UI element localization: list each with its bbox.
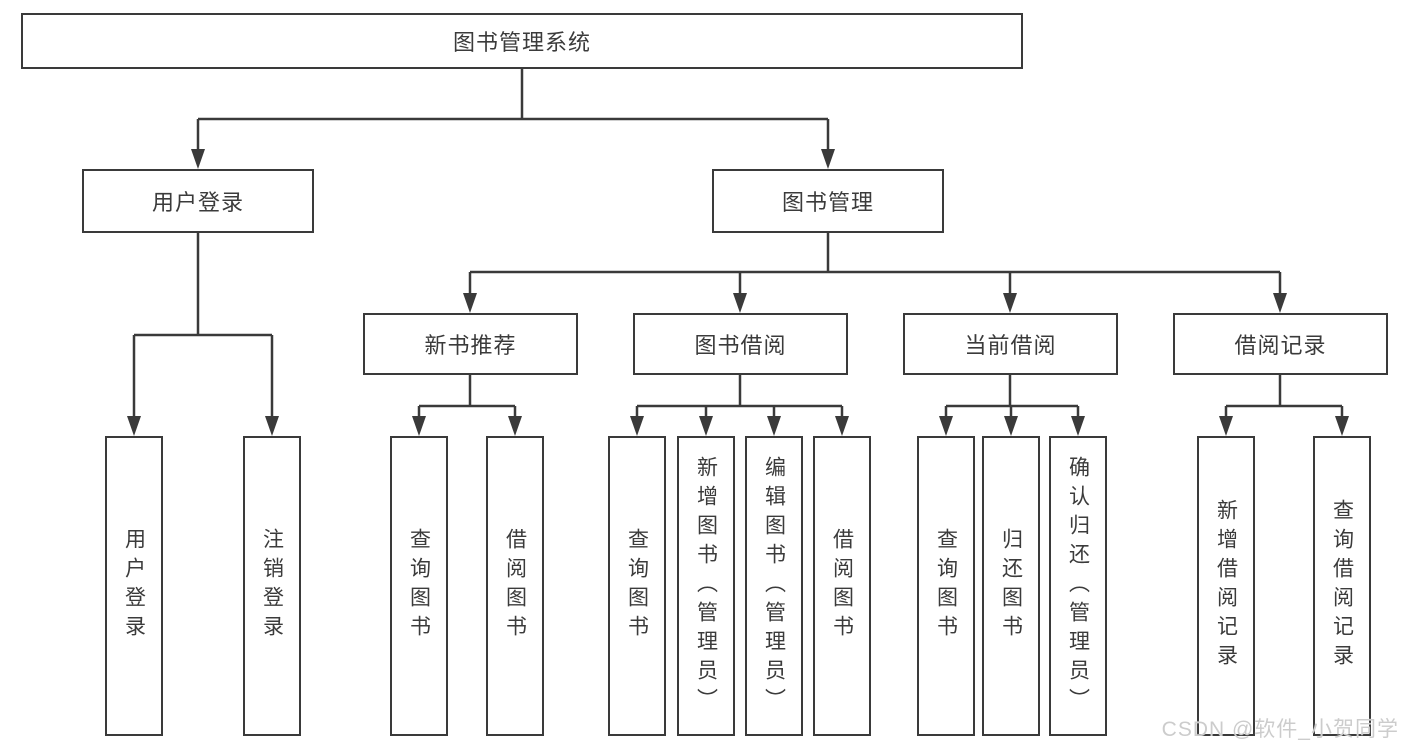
leaf-query-books-recommendation: 查询图书 <box>390 436 448 736</box>
leaf-label: 注销登录 <box>260 528 284 644</box>
leaf-add-borrowing-record: 新增借阅记录 <box>1197 436 1255 736</box>
node-label: 图书管理系统 <box>452 30 591 55</box>
node-current-borrowing: 当前借阅 <box>903 313 1118 375</box>
node-book-borrowing: 图书借阅 <box>633 313 848 375</box>
leaf-query-books-current: 查询图书 <box>917 436 975 736</box>
node-book-management: 图书管理 <box>712 169 944 233</box>
node-label: 借阅记录 <box>1234 333 1327 358</box>
leaf-confirm-return-admin: 确认归还（管理员） <box>1049 436 1107 736</box>
leaf-label: 查询图书 <box>625 528 649 644</box>
node-label: 用户登录 <box>151 190 244 215</box>
leaf-label: 归还图书 <box>999 528 1023 644</box>
node-borrowing-records: 借阅记录 <box>1173 313 1388 375</box>
leaf-label: 编辑图书（管理员） <box>762 455 786 717</box>
leaf-label: 借阅图书 <box>830 528 854 644</box>
leaf-label: 新增图书（管理员） <box>694 455 718 717</box>
node-library-management-system: 图书管理系统 <box>21 13 1023 69</box>
leaf-query-books-borrowing: 查询图书 <box>608 436 666 736</box>
leaf-label: 确认归还（管理员） <box>1066 455 1090 717</box>
leaf-label: 查询图书 <box>407 528 431 644</box>
leaf-label: 查询借阅记录 <box>1330 499 1354 673</box>
node-user-login: 用户登录 <box>82 169 314 233</box>
leaf-query-borrowing-record: 查询借阅记录 <box>1313 436 1371 736</box>
node-new-book-recommendation: 新书推荐 <box>363 313 578 375</box>
leaf-return-books: 归还图书 <box>982 436 1040 736</box>
leaf-logout: 注销登录 <box>243 436 301 736</box>
leaf-label: 借阅图书 <box>503 528 527 644</box>
leaf-edit-books-admin: 编辑图书（管理员） <box>745 436 803 736</box>
leaf-add-books-admin: 新增图书（管理员） <box>677 436 735 736</box>
leaf-label: 新增借阅记录 <box>1214 499 1238 673</box>
node-label: 图书管理 <box>781 190 874 215</box>
csdn-watermark: CSDN @软件_小贺同学 <box>1161 718 1399 741</box>
leaf-borrow-books-recommendation: 借阅图书 <box>486 436 544 736</box>
node-label: 新书推荐 <box>424 333 517 358</box>
leaf-label: 用户登录 <box>122 528 146 644</box>
leaf-label: 查询图书 <box>934 528 958 644</box>
node-label: 当前借阅 <box>964 333 1057 358</box>
node-label: 图书借阅 <box>694 333 787 358</box>
leaf-borrow-books-borrowing: 借阅图书 <box>813 436 871 736</box>
leaf-user-login: 用户登录 <box>105 436 163 736</box>
